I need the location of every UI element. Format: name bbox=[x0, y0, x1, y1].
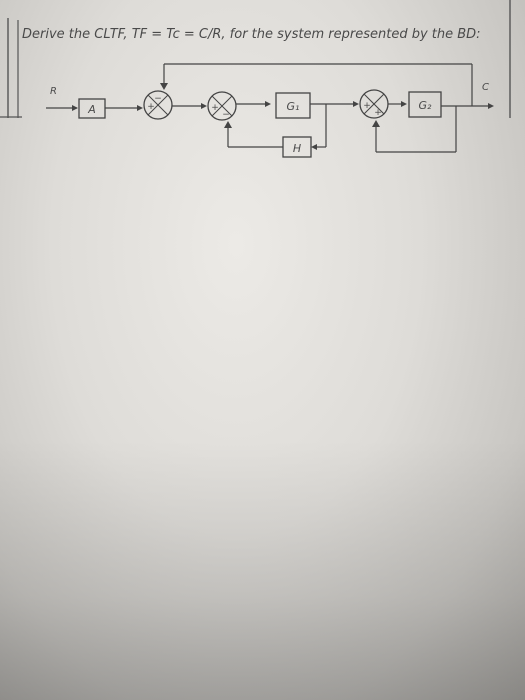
to-h-arrow bbox=[311, 144, 317, 150]
sj2-bottom-sign: − bbox=[222, 110, 230, 120]
g2-feedback-arrow bbox=[372, 120, 380, 127]
a-to-sj1-arrow bbox=[137, 105, 143, 111]
h-feedback-arrow bbox=[224, 121, 232, 128]
g1-to-sj3-arrow bbox=[353, 101, 359, 107]
sj2-left-sign: + bbox=[211, 103, 219, 113]
block-g1 bbox=[275, 92, 311, 119]
sj1-left-sign: + bbox=[147, 102, 155, 112]
outer-feedback-arrow bbox=[160, 83, 168, 90]
block-a-label: A bbox=[87, 103, 96, 116]
summing-junction-1 bbox=[143, 90, 173, 120]
sj3-to-g2-arrow bbox=[401, 101, 407, 107]
input-arrow bbox=[72, 105, 78, 111]
paper-shadow bbox=[0, 440, 525, 700]
sj3-left-sign: + bbox=[363, 101, 371, 111]
block-g2 bbox=[408, 91, 442, 118]
sj3-bottom-sign: + bbox=[374, 108, 382, 118]
output-label: C bbox=[482, 82, 489, 93]
sj2-to-g1-arrow bbox=[265, 101, 271, 107]
block-g2-label: G₂ bbox=[419, 99, 433, 112]
block-diagram: Derive the CLTF, TF = Tc = C/R, for the … bbox=[0, 0, 511, 158]
sj1-to-sj2-arrow bbox=[201, 103, 207, 109]
summing-junction-2 bbox=[207, 91, 237, 121]
block-g1-label: G₁ bbox=[287, 100, 300, 113]
output-arrow bbox=[488, 103, 494, 109]
block-h-label: H bbox=[293, 142, 301, 155]
sj1-top-sign: − bbox=[154, 94, 162, 104]
input-label: R bbox=[50, 86, 57, 97]
problem-statement: Derive the CLTF, TF = Tc = C/R, for the … bbox=[22, 27, 481, 42]
